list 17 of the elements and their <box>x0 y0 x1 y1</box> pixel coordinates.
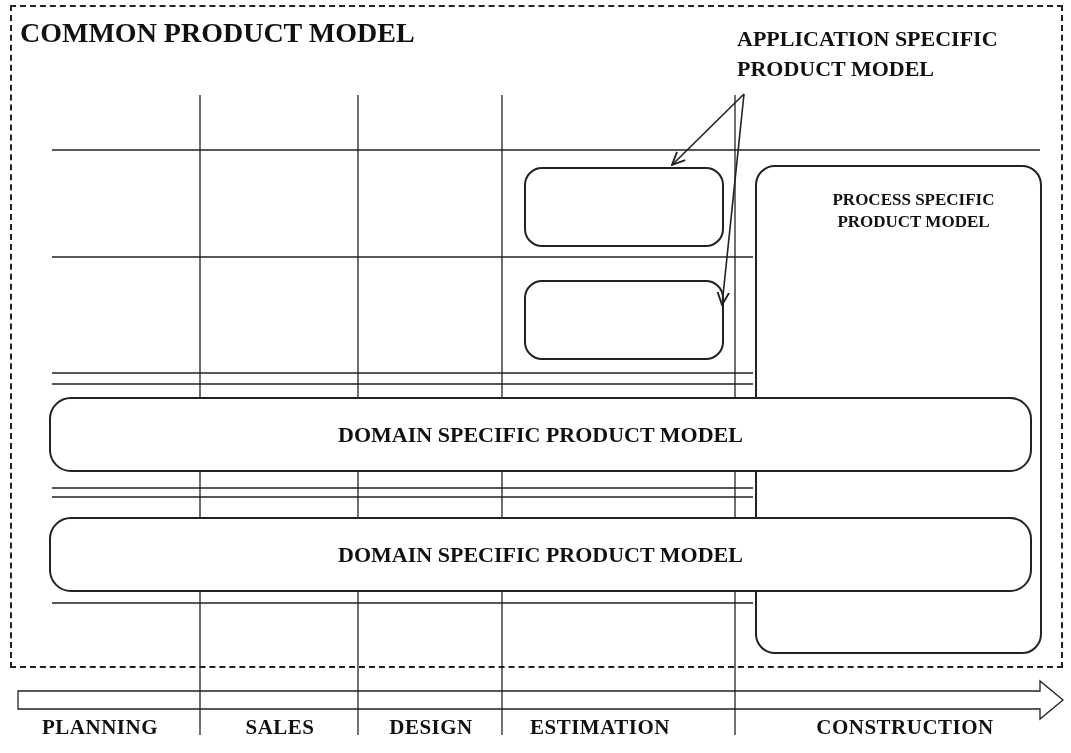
arrow <box>716 93 745 306</box>
arrow <box>671 93 745 166</box>
phase-label: CONSTRUCTION <box>816 715 994 740</box>
box-label: DOMAIN SPECIFIC PRODUCT MODEL <box>338 541 743 568</box>
phase-label: DESIGN <box>389 715 473 740</box>
phase-label: ESTIMATION <box>530 715 670 740</box>
rounded-box <box>524 167 724 247</box>
phase-label: SALES <box>245 715 315 740</box>
phase-label: PLANNING <box>42 715 158 740</box>
rounded-box <box>524 280 724 360</box>
rounded-box <box>49 517 1032 592</box>
dashed-boundary-box <box>10 5 1063 668</box>
box-label: DOMAIN SPECIFIC PRODUCT MODEL <box>338 421 743 448</box>
boundary-label: COMMON PRODUCT MODEL <box>20 17 415 49</box>
rounded-box <box>49 397 1032 472</box>
box-label: PROCESS SPECIFIC PRODUCT MODEL <box>831 189 996 233</box>
callout-text: APPLICATION SPECIFIC PRODUCT MODEL <box>737 25 999 83</box>
